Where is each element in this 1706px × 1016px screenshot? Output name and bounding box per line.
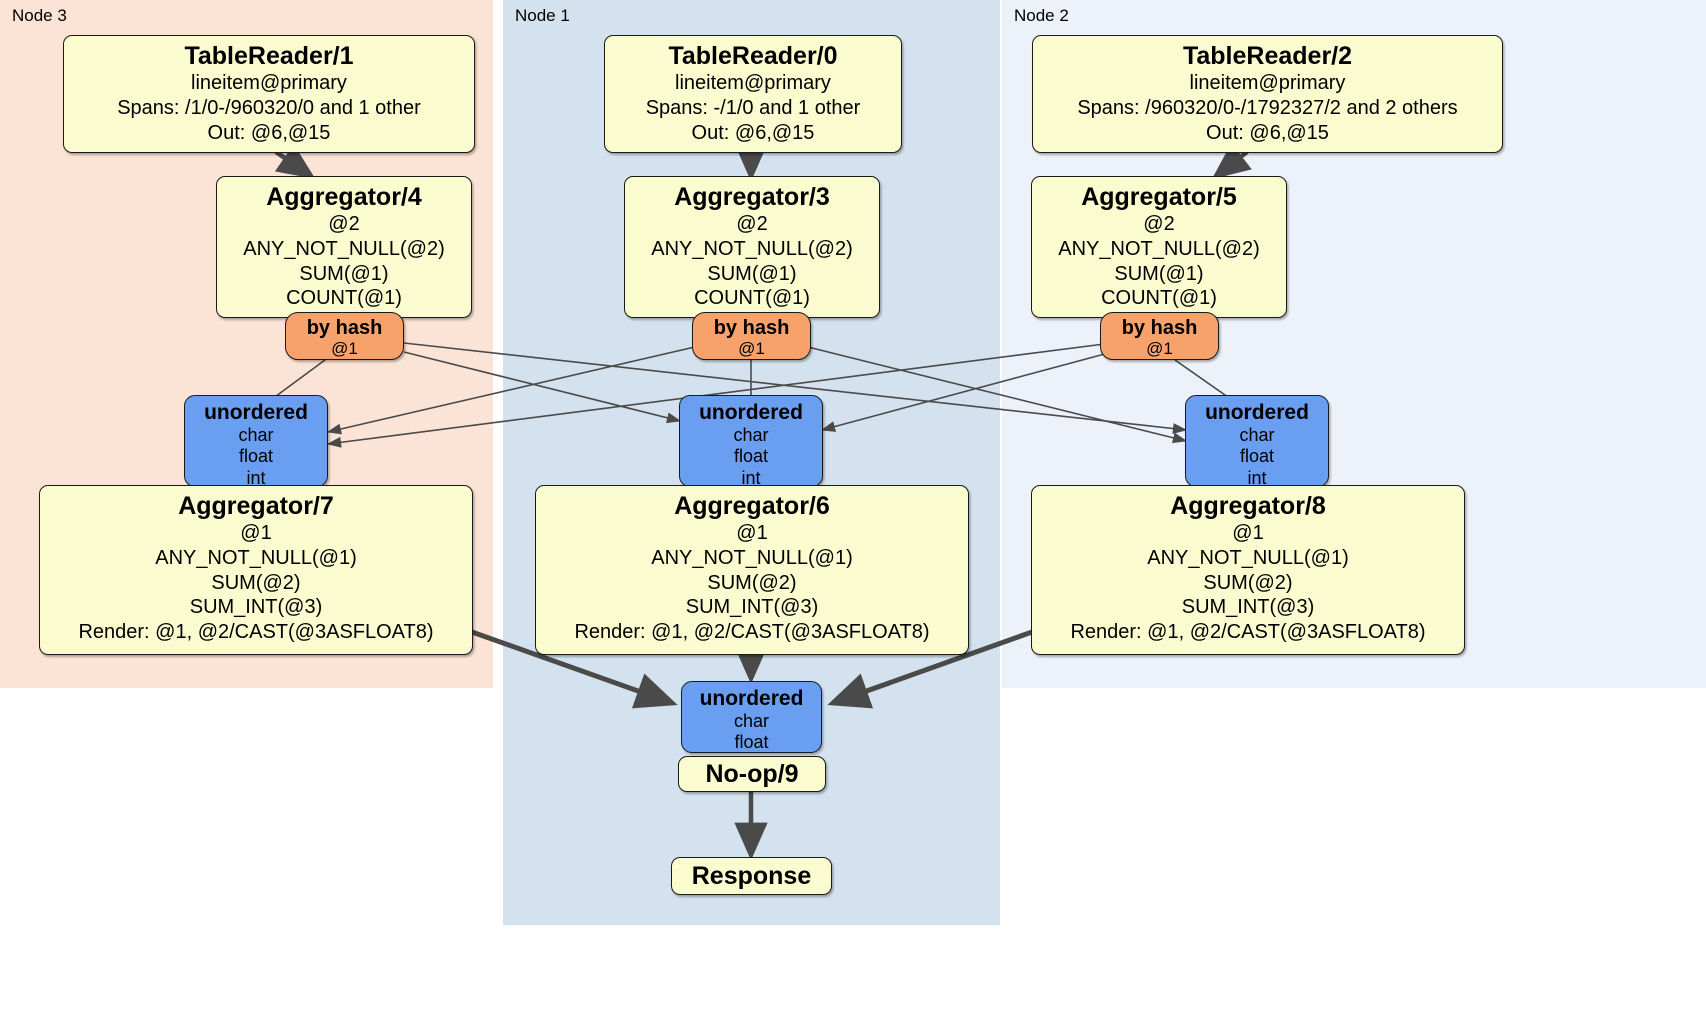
aggregator-3-box[interactable]: Aggregator/3 @2 ANY_NOT_NULL(@2) SUM(@1)…: [624, 176, 880, 318]
box-title: Aggregator/4: [266, 183, 422, 211]
box-title: Aggregator/5: [1081, 183, 1237, 211]
aggregator-6-box[interactable]: Aggregator/6 @1 ANY_NOT_NULL(@1) SUM(@2)…: [535, 485, 969, 655]
aggregator-4-box[interactable]: Aggregator/4 @2 ANY_NOT_NULL(@2) SUM(@1)…: [216, 176, 472, 318]
box-line: Spans: -/1/0 and 1 other: [645, 96, 861, 119]
response-box[interactable]: Response: [671, 857, 832, 895]
box-line: lineitem@primary: [1189, 72, 1346, 94]
synchronizer-unordered-node3[interactable]: unordered char float int: [184, 395, 328, 488]
box-line: Render: @1, @2/CAST(@3ASFLOAT8): [78, 621, 434, 644]
box-title: No-op/9: [705, 759, 799, 788]
box-title: Aggregator/6: [674, 492, 830, 520]
router-by-hash-node3[interactable]: by hash @1: [285, 312, 404, 360]
router-title: by hash: [713, 317, 790, 339]
router-by-hash-node2[interactable]: by hash @1: [1100, 312, 1219, 360]
box-line: Render: @1, @2/CAST(@3ASFLOAT8): [574, 621, 930, 644]
router-line: @1: [1146, 339, 1173, 358]
sync-line: float: [733, 446, 769, 467]
box-line: SUM(@2): [1203, 571, 1293, 594]
box-line: SUM(@2): [211, 571, 301, 594]
box-line: Out: @6,@15: [207, 121, 331, 144]
box-line: Render: @1, @2/CAST(@3ASFLOAT8): [1070, 621, 1426, 644]
box-line: Out: @6,@15: [691, 121, 815, 144]
sync-line: char: [238, 424, 274, 445]
box-line: ANY_NOT_NULL(@2): [651, 237, 853, 260]
sync-line: int: [741, 467, 761, 488]
box-line: lineitem@primary: [191, 72, 347, 94]
sync-line: int: [246, 467, 266, 488]
box-line: @1: [1232, 522, 1264, 544]
box-line: ANY_NOT_NULL(@2): [243, 237, 445, 260]
node-panel-label: Node 3: [12, 6, 67, 25]
box-line: COUNT(@1): [694, 287, 810, 310]
box-line: COUNT(@1): [1101, 287, 1217, 310]
synchronizer-unordered-node2[interactable]: unordered char float int: [1185, 395, 1329, 488]
box-line: SUM_INT(@3): [685, 596, 819, 619]
box-line: SUM_INT(@3): [1181, 596, 1315, 619]
router-by-hash-node1[interactable]: by hash @1: [692, 312, 811, 360]
node-panel-label: Node 1: [515, 6, 570, 25]
box-line: Spans: /960320/0-/1792327/2 and 2 others: [1077, 96, 1458, 119]
sync-title: unordered: [1205, 401, 1309, 424]
box-line: SUM_INT(@3): [189, 596, 323, 619]
box-line: @1: [240, 522, 272, 544]
box-line: SUM(@1): [299, 262, 389, 285]
sync-line: int: [1247, 467, 1267, 488]
box-line: ANY_NOT_NULL(@1): [1147, 546, 1349, 569]
box-line: ANY_NOT_NULL(@2): [1058, 237, 1260, 260]
sync-line: float: [238, 446, 274, 467]
box-line: SUM(@1): [707, 262, 797, 285]
aggregator-7-box[interactable]: Aggregator/7 @1 ANY_NOT_NULL(@1) SUM(@2)…: [39, 485, 473, 655]
box-title: Response: [691, 861, 812, 890]
box-title: TableReader/2: [1182, 42, 1353, 70]
sync-line: char: [1239, 424, 1275, 445]
table-reader-0-box[interactable]: TableReader/0 lineitem@primary Spans: -/…: [604, 35, 902, 153]
sync-line: char: [733, 424, 769, 445]
sync-title: unordered: [204, 401, 308, 424]
box-line: lineitem@primary: [675, 72, 831, 94]
table-reader-2-box[interactable]: TableReader/2 lineitem@primary Spans: /9…: [1032, 35, 1503, 153]
router-line: @1: [738, 339, 765, 358]
router-title: by hash: [306, 317, 383, 339]
box-line: @2: [1143, 213, 1175, 235]
aggregator-5-box[interactable]: Aggregator/5 @2 ANY_NOT_NULL(@2) SUM(@1)…: [1031, 176, 1287, 318]
table-reader-1-box[interactable]: TableReader/1 lineitem@primary Spans: /1…: [63, 35, 475, 153]
box-line: Spans: /1/0-/960320/0 and 1 other: [117, 96, 421, 119]
box-line: @1: [736, 522, 768, 544]
box-line: @2: [736, 213, 768, 235]
aggregator-8-box[interactable]: Aggregator/8 @1 ANY_NOT_NULL(@1) SUM(@2)…: [1031, 485, 1465, 655]
sync-title: unordered: [699, 401, 803, 424]
sync-line: float: [734, 732, 769, 753]
sync-line: float: [1239, 446, 1275, 467]
node-panel-label: Node 2: [1014, 6, 1069, 25]
box-line: SUM(@1): [1114, 262, 1204, 285]
box-line: ANY_NOT_NULL(@1): [651, 546, 853, 569]
sync-title: unordered: [699, 687, 804, 710]
box-line: COUNT(@1): [286, 287, 402, 310]
box-title: Aggregator/7: [178, 492, 334, 520]
box-line: @2: [328, 213, 360, 235]
synchronizer-unordered-node1[interactable]: unordered char float int: [679, 395, 823, 488]
router-title: by hash: [1121, 317, 1198, 339]
box-line: SUM(@2): [707, 571, 797, 594]
box-line: ANY_NOT_NULL(@1): [155, 546, 357, 569]
box-title: TableReader/1: [184, 42, 354, 70]
no-op-9-box[interactable]: No-op/9: [678, 756, 826, 792]
synchronizer-unordered-final[interactable]: unordered char float: [681, 681, 822, 753]
sync-line: char: [733, 710, 769, 731]
router-line: @1: [331, 339, 358, 358]
box-title: Aggregator/3: [674, 183, 830, 211]
box-title: Aggregator/8: [1170, 492, 1326, 520]
box-line: Out: @6,@15: [1206, 121, 1329, 144]
box-title: TableReader/0: [668, 42, 838, 70]
